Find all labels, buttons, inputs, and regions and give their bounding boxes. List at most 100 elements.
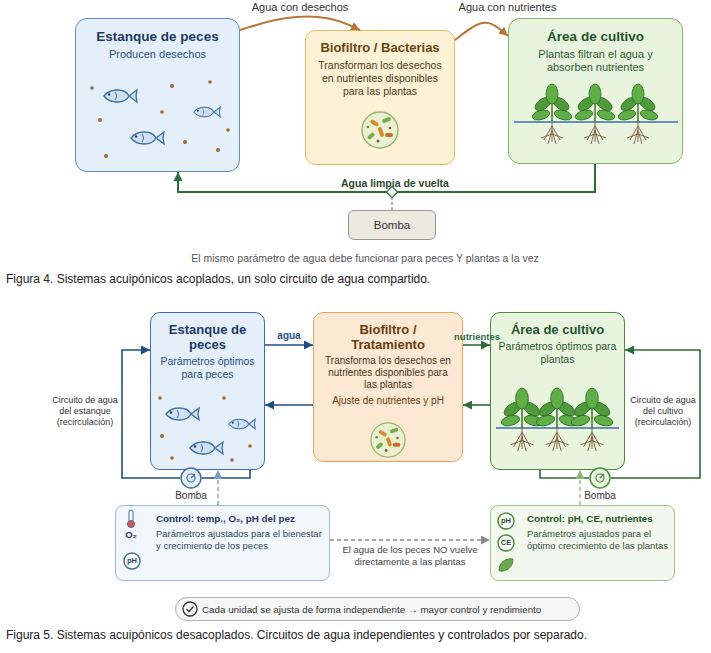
water-line [514,121,678,123]
plant-icon [500,388,544,451]
edge-label: Agua limpia de vuelta [300,177,490,190]
flow-connector [202,470,250,478]
node-title: pH [123,552,141,570]
pump-glyph [187,474,195,482]
fish-icon [104,90,137,102]
fish-icon [104,90,220,144]
node-text: Transforman los desechos en nutrientes d… [314,59,446,98]
fish-icon [190,442,223,454]
check-icon [187,607,194,612]
node-text: Transforma los desechos en nutrientes di… [321,355,455,391]
sensor-badge: pH [497,512,515,530]
node-text: Parámetros ajustados para el bienestar y… [156,528,323,551]
waste-dot [222,396,226,400]
flow-connector [265,404,313,406]
plant-icon [531,84,573,144]
waste-dot [158,396,252,462]
figure-caption: Figura 5. Sistemas acuipónicos desacopla… [6,628,706,643]
waste-dot [104,154,108,158]
waste-dot [158,396,162,400]
plant-icon [500,388,614,451]
node-title: CE [497,534,515,552]
process-box: Área de cultivoParámetros óptimos para p… [490,312,625,470]
pump-box: Bomba [348,210,436,240]
node-text: Parámetros ajustados para el óptimo crec… [527,528,668,551]
waste-dot [98,118,102,122]
waste-dot [170,84,174,88]
node-title: Estanque de peces [157,322,258,352]
waste-dot [90,80,230,158]
waste-dot [183,140,187,144]
node-text: Producen desechos [84,48,231,61]
edge-label: Circuito de agua del estanque (recircula… [50,395,120,428]
thermometer-icon [128,510,135,528]
waste-dot [90,86,94,90]
fish-icon [131,132,164,144]
plant-icon [535,388,579,451]
process-box: Estanque de pecesProducen desechos [75,18,240,172]
leaf-icon [499,559,513,571]
pump-symbol: Bomba [180,467,202,489]
node-circle [498,513,514,529]
node-outline [180,467,202,489]
plant-icon [531,84,659,144]
edge-label: Agua con nutrientes [440,1,575,14]
pump-leader [391,197,392,210]
node-title: Cada unidad se ajusta de forma independi… [202,603,573,616]
pump-glyph [191,474,195,478]
waste-dot [160,110,164,114]
thermometer-icon [128,521,135,528]
bacteria-icon [371,423,405,457]
process-box: Biofiltro / TratamientoTransforma los de… [313,312,463,462]
node-title: Control: pH, CE, nutrientes [527,513,668,525]
flow-connector [611,350,700,478]
node-title: Biofiltro / Tratamiento [321,322,455,352]
node-circle [181,468,201,488]
bacteria-icon [362,112,398,148]
flow-connector [217,470,218,505]
flow-connector [463,404,490,406]
node-outline [589,467,611,489]
flow-connector [463,344,490,346]
flow-connector [540,470,589,478]
note-text: El mismo parámetro de agua debe funciona… [150,252,580,266]
summary-pill: Cada unidad se ajusta de forma independi… [175,597,580,621]
flow-connector [579,470,580,505]
pump-symbol: Bomba [589,467,611,489]
node-title: Área de cultivo [517,29,674,45]
control-box: Control: pH, CE, nutrientesParámetros aj… [490,505,675,581]
waste-dot [160,434,164,438]
fish-icon [194,107,220,117]
flow-connector [455,23,508,40]
figure-caption: Figura 4. Sistemas acuipónicos acoplados… [6,272,706,287]
flow-connector [240,17,360,30]
node-text: Parámetros óptimos para peces [157,355,258,381]
waste-dot [230,458,234,462]
node-text: Ajuste de nutrientes y pH [321,395,455,407]
sensor-badge: CE [497,534,515,552]
bacteria-icon [362,112,398,148]
process-box: Estanque de pecesParámetros óptimos para… [150,312,265,470]
node-title: Bomba [353,218,431,232]
fish-icon [229,419,255,429]
node-title: Área de cultivo [497,322,618,337]
node-title: Estanque de peces [84,29,231,45]
process-box: Biofiltro / BacteriasTransforman los des… [305,30,455,165]
node-circle [498,535,514,551]
waste-dot [216,148,220,152]
plant-icon [570,388,614,451]
fish-icon [166,408,199,420]
node-title: Biofiltro / Bacterias [314,40,446,55]
pump-glyph [596,474,604,482]
check-icon [183,602,197,616]
waste-dot [208,80,212,84]
flow-connector [265,344,313,346]
thermometer-icon [129,510,133,522]
node-circle [124,553,140,569]
node-circle [590,468,610,488]
plant-icon [574,84,616,144]
edge-label: Agua con desechos [235,1,365,14]
plant-icon [617,84,659,144]
